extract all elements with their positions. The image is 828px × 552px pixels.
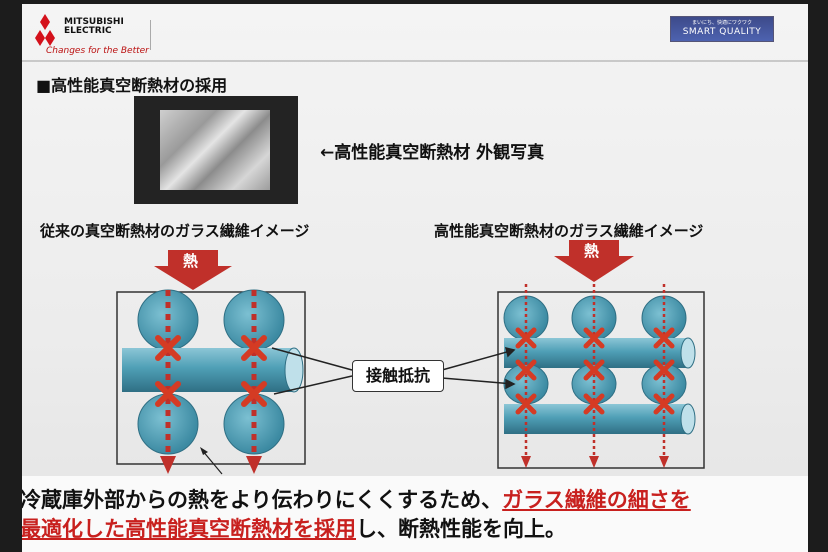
footer-line-2: 最適化した高性能真空断熱材を採用し、断熱性能を向上。 (22, 513, 566, 543)
high-performance-fiber-caption: 高性能真空断熱材のガラス繊維イメージ (434, 222, 704, 240)
logo-divider (150, 20, 151, 50)
footer-line-2-highlight: 最適化した高性能真空断熱材を採用 (22, 517, 356, 541)
footer-line-1-text: 冷蔵庫外部からの熱をより伝わりにくくするため、 (22, 488, 503, 512)
product-photo (134, 96, 298, 204)
mitsubishi-logo-icon (35, 14, 55, 46)
badge-title: SMART QUALITY (682, 27, 762, 37)
logo-wordmark: MITSUBISHI ELECTRIC (64, 17, 124, 36)
contact-resistance-label: 接触抵抗 (352, 360, 444, 392)
presentation-slide: MITSUBISHI ELECTRIC Changes for the Bett… (22, 4, 808, 552)
logo-tagline: Changes for the Better (46, 46, 149, 56)
footer-band (22, 476, 808, 552)
high-performance-diagram (497, 240, 705, 469)
photo-caption: ←高性能真空断熱材 外観写真 (320, 143, 545, 163)
footer-line-1-highlight: ガラス繊維の細さを (502, 488, 691, 512)
section-title: ■高性能真空断熱材の採用 (36, 76, 228, 95)
vacuum-insulation-panel-image (160, 110, 270, 190)
contact-pointers (271, 346, 516, 395)
conventional-diagram (116, 250, 306, 475)
badge-subtext: まいにち、快適にワクワク (691, 20, 752, 26)
fiber-diagrams (116, 240, 705, 475)
heat-arrow-left (154, 250, 232, 290)
footer-line-1: 冷蔵庫外部からの熱をより伝わりにくくするため、ガラス繊維の細さを (22, 484, 691, 514)
heat-arrow-right (554, 240, 634, 282)
footer-line-2-text: し、断熱性能を向上。 (356, 517, 566, 541)
smart-quality-badge: まいにち、快適にワクワク SMART QUALITY (670, 16, 774, 42)
heat-label-left: 熱 (183, 252, 199, 270)
heat-label-right: 熱 (584, 242, 600, 260)
conventional-fiber-caption: 従来の真空断熱材のガラス繊維イメージ (40, 222, 310, 240)
header-divider (22, 60, 808, 62)
